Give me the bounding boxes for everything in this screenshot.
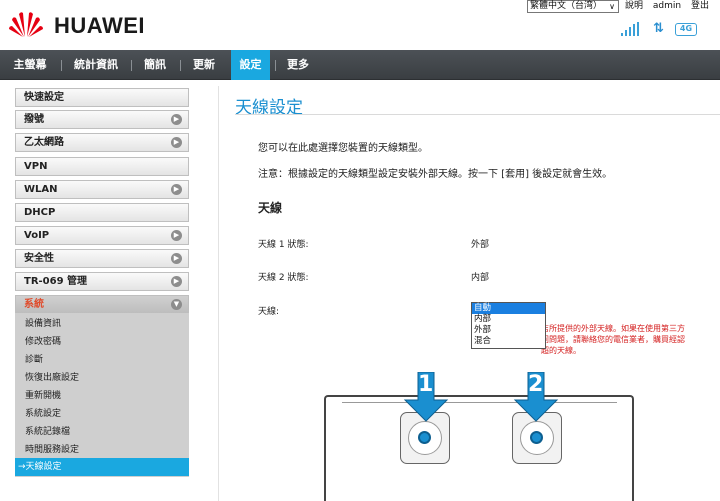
divider [235, 114, 720, 115]
port-label-2: 2 [528, 372, 544, 397]
nav-sms[interactable]: 簡訊 [144, 58, 166, 71]
page-note: 注意：根據設定的天線類型設定安裝外部天線。按一下 [套用] 後設定就會生效。 [258, 169, 613, 180]
sidebar-item-security[interactable]: 安全性 ▶ [15, 249, 189, 268]
submenu-system-log[interactable]: 系統記錄檔 [25, 427, 71, 437]
antenna-type-label: 天線: [258, 307, 280, 317]
nav-home[interactable]: 主螢幕 [13, 58, 47, 71]
submenu-factory-reset[interactable]: 恢復出廠設定 [25, 373, 80, 383]
chevron-right-icon: ▶ [171, 253, 182, 264]
page-description: 您可以在此處選擇您裝置的天線類型。 [258, 143, 428, 154]
warning-line: 超的天線。 [541, 346, 581, 355]
sidebar-item-voip[interactable]: VoIP ▶ [15, 226, 189, 245]
dropdown-option-internal[interactable]: 内部 [474, 314, 492, 324]
sidebar-item-label: 快速設定 [24, 92, 64, 103]
sidebar-item-quick-setup[interactable]: 快速設定 [15, 88, 189, 107]
arrow-down-icon [513, 372, 559, 422]
sidebar-item-label: 系統 [24, 299, 44, 310]
system-submenu: 設備資訊 修改密碼 診斷 恢復出廠設定 重新開機 系統設定 系統記錄檔 時間服務… [15, 313, 189, 477]
sidebar-item-label: TR-069 管理 [24, 276, 88, 287]
chevron-down-icon: ∨ [609, 2, 615, 11]
chevron-right-icon: ▶ [171, 184, 182, 195]
antenna-warning: 吉所提供的外部天線。如果在使用第三方 问問題，請聯絡您的電信業者，購買經認 超的… [541, 323, 711, 356]
submenu-reboot[interactable]: 重新開機 [25, 391, 62, 401]
language-value: 繁體中文（台湾） [530, 1, 603, 11]
sidebar-item-label: VPN [24, 161, 48, 172]
main-nav: 主螢幕 統計資訊 簡訊 更新 設定 更多 [0, 50, 720, 80]
submenu-device-info[interactable]: 設備資訊 [25, 319, 62, 329]
sidebar-item-system[interactable]: 系統 ▼ [15, 295, 189, 314]
divider [342, 402, 617, 403]
arrow-down-icon [403, 372, 449, 422]
sidebar-item-dialup[interactable]: 撥號 ▶ [15, 110, 189, 129]
sidebar-item-dhcp[interactable]: DHCP [15, 203, 189, 222]
submenu-antenna-settings[interactable]: →天線設定 [15, 458, 189, 476]
antenna2-status-value: 内部 [471, 273, 490, 283]
chevron-right-icon: ▶ [171, 137, 182, 148]
language-select[interactable]: 繁體中文（台湾） ∨ [527, 0, 619, 13]
submenu-time-service[interactable]: 時間服務設定 [25, 445, 80, 455]
sidebar-item-label: WLAN [24, 184, 58, 195]
sidebar-item-tr069[interactable]: TR-069 管理 ▶ [15, 272, 189, 291]
antenna1-status-value: 外部 [471, 240, 490, 250]
user-link[interactable]: admin [652, 1, 682, 11]
warning-line: 吉所提供的外部天線。如果在使用第三方 [541, 324, 685, 333]
antenna1-status-label: 天線 1 狀態: [258, 240, 309, 250]
section-title: 天線 [258, 201, 283, 215]
sidebar-item-label: 安全性 [24, 253, 54, 264]
antenna2-status-label: 天線 2 狀態: [258, 273, 309, 283]
warning-line: 问問題，請聯絡您的電信業者，購買經認 [541, 335, 685, 344]
page-title: 天線設定 [235, 98, 303, 118]
brand-name: HUAWEI [54, 13, 145, 38]
dropdown-option-mixed[interactable]: 混合 [474, 336, 492, 346]
header: HUAWEI 繁體中文（台湾） ∨ 說明 admin 登出 ⇅ 4G [0, 0, 720, 50]
nav-update[interactable]: 更新 [193, 58, 215, 71]
logout-link[interactable]: 登出 [690, 1, 709, 11]
divider [218, 86, 219, 501]
port-label-1: 1 [418, 372, 434, 397]
sidebar-item-wlan[interactable]: WLAN ▶ [15, 180, 189, 199]
chevron-down-icon: ▼ [171, 299, 182, 310]
submenu-system-settings[interactable]: 系統設定 [25, 409, 62, 419]
antenna-type-dropdown[interactable]: 自動 内部 外部 混合 [471, 302, 546, 349]
sidebar-item-label: 乙太網路 [24, 137, 64, 148]
nav-settings[interactable]: 設定 [231, 50, 270, 80]
sidebar-item-ethernet[interactable]: 乙太網路 ▶ [15, 133, 189, 152]
nav-more[interactable]: 更多 [287, 58, 309, 71]
submenu-change-password[interactable]: 修改密碼 [25, 337, 62, 347]
antenna-port-1 [400, 412, 450, 464]
signal-strength-icon [621, 22, 641, 36]
help-link[interactable]: 說明 [625, 1, 644, 11]
dropdown-option-auto[interactable]: 自動 [472, 303, 545, 314]
chevron-right-icon: ▶ [171, 230, 182, 241]
sidebar-item-label: DHCP [24, 207, 56, 218]
data-transfer-icon: ⇅ [653, 21, 664, 36]
submenu-diagnostics[interactable]: 診斷 [25, 355, 44, 365]
sidebar-item-label: VoIP [24, 230, 50, 241]
chevron-right-icon: ▶ [171, 114, 182, 125]
huawei-logo-icon [9, 12, 43, 37]
sidebar-item-label: 撥號 [24, 114, 44, 125]
nav-statistics[interactable]: 統計資訊 [74, 58, 118, 71]
device-diagram [324, 395, 634, 501]
sidebar-item-vpn[interactable]: VPN [15, 157, 189, 176]
chevron-right-icon: ▶ [171, 276, 182, 287]
top-links: 說明 admin 登出 [625, 0, 716, 13]
dropdown-option-external[interactable]: 外部 [474, 325, 492, 335]
network-type-icon: 4G [675, 23, 697, 36]
